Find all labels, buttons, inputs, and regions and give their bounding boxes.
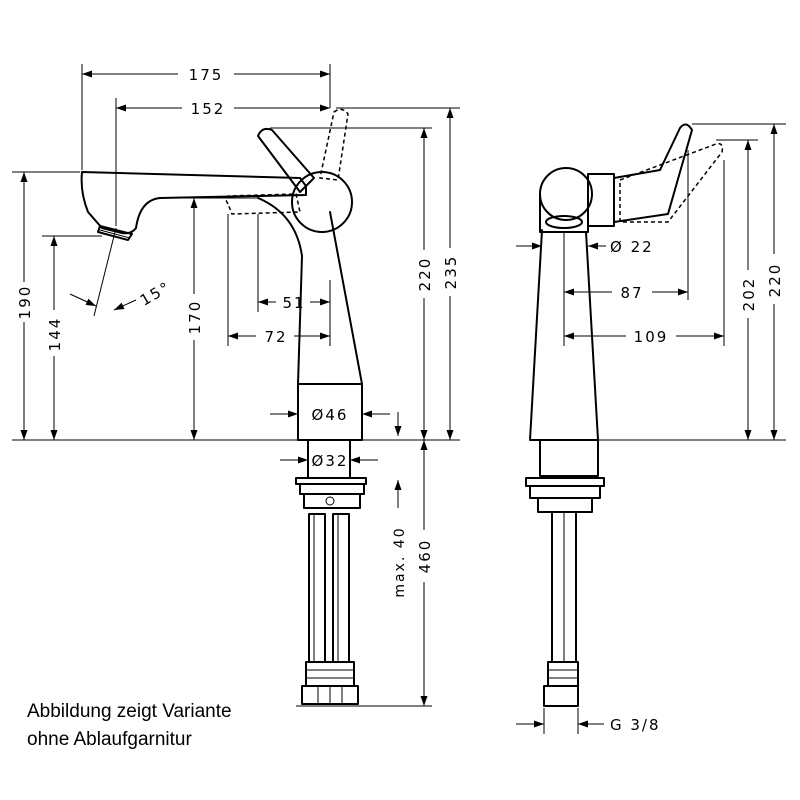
dim-190: 190 bbox=[16, 285, 34, 320]
side-lever-alt bbox=[619, 142, 724, 223]
dim-152: 152 bbox=[191, 100, 226, 118]
lever-knob bbox=[291, 171, 353, 233]
side-dimensions: Ø 22 87 109 202 220 G 3/8 bbox=[516, 123, 786, 734]
dim-72: 72 bbox=[264, 328, 287, 346]
dim-side-202: 202 bbox=[740, 277, 758, 312]
note-line-1: Abbildung zeigt Variante bbox=[27, 701, 232, 722]
dim-side-220: 220 bbox=[766, 263, 784, 298]
lever-alt-position-back bbox=[225, 193, 301, 215]
side-head bbox=[539, 167, 593, 221]
dim-diameter-32: Ø32 bbox=[312, 452, 349, 470]
dim-175: 175 bbox=[189, 66, 224, 84]
note-line-2: ohne Ablaufgarnitur bbox=[27, 729, 192, 750]
dim-diameter-46: Ø46 bbox=[312, 406, 349, 424]
dim-max-40: max. 40 bbox=[392, 526, 408, 597]
aerator bbox=[97, 225, 133, 241]
dim-51: 51 bbox=[282, 294, 305, 312]
side-lever bbox=[613, 123, 693, 223]
dim-side-diameter-22: Ø 22 bbox=[610, 238, 654, 256]
dim-220-front: 220 bbox=[416, 257, 434, 292]
dim-thread-g38: G 3/8 bbox=[610, 716, 661, 734]
supply-hose-left bbox=[308, 513, 326, 663]
dim-side-87: 87 bbox=[620, 284, 643, 302]
side-aerator bbox=[545, 215, 583, 229]
dim-235: 235 bbox=[442, 255, 460, 290]
hose-fitting bbox=[305, 661, 355, 687]
faucet-spout bbox=[80, 171, 307, 235]
dim-side-109: 109 bbox=[634, 328, 669, 346]
side-hose-nut bbox=[543, 685, 579, 707]
lever-handle bbox=[257, 127, 315, 193]
side-mounting bbox=[525, 477, 605, 487]
dim-170: 170 bbox=[186, 300, 204, 335]
front-view bbox=[80, 108, 367, 705]
dim-angle-15: 15° bbox=[137, 278, 174, 310]
dim-460: 460 bbox=[416, 539, 434, 574]
dim-144: 144 bbox=[46, 317, 64, 352]
side-view bbox=[525, 123, 724, 707]
lever-alt-position-up bbox=[319, 108, 349, 181]
supply-hose-right bbox=[332, 513, 350, 663]
faucet-body bbox=[257, 197, 363, 441]
front-dimensions: 175 152 190 144 15° 170 51 72 220 bbox=[12, 64, 460, 707]
